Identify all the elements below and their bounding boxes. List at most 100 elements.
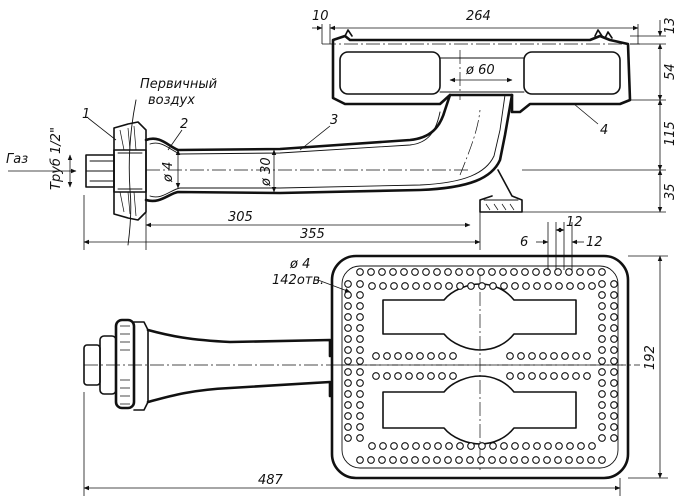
burner-head-section	[322, 29, 640, 114]
gas-port-hole	[400, 268, 408, 276]
gas-port-hole	[566, 282, 574, 290]
gas-port-hole	[356, 423, 364, 431]
gas-port-hole	[356, 335, 364, 343]
gas-port-hole	[588, 282, 596, 290]
dim-phi60: ø 60	[465, 63, 495, 78]
gas-port-hole	[510, 456, 518, 464]
dim-13: 13	[663, 17, 678, 34]
gas-port-hole	[610, 357, 618, 365]
gas-port-hole	[610, 291, 618, 299]
gas-port-hole	[610, 313, 618, 321]
gas-port-hole	[444, 456, 452, 464]
gas-port-hole	[466, 456, 474, 464]
gas-port-hole	[561, 352, 569, 360]
callout-2: 2	[180, 117, 188, 132]
gas-port-hole	[394, 372, 402, 380]
dim-phi30: ø 30	[259, 157, 274, 187]
gas-port-hole	[455, 268, 463, 276]
gas-port-hole	[610, 346, 618, 354]
gas-port-hole	[544, 442, 552, 450]
gas-port-hole	[598, 268, 606, 276]
gas-port-hole	[356, 357, 364, 365]
gas-port-hole	[572, 372, 580, 380]
gas-port-hole	[532, 456, 540, 464]
side-section-view	[85, 29, 640, 246]
gas-port-hole	[449, 352, 457, 360]
gas-port-hole	[478, 282, 486, 290]
gas-port-hole	[511, 282, 519, 290]
gas-port-hole	[356, 434, 364, 442]
gas-port-hole	[427, 352, 435, 360]
dim-305: 305	[228, 210, 253, 225]
gas-port-hole	[610, 434, 618, 442]
gas-port-hole	[367, 268, 375, 276]
gas-port-hole	[598, 335, 606, 343]
gas-port-hole	[517, 372, 525, 380]
gas-port-hole	[532, 268, 540, 276]
gas-port-hole	[488, 456, 496, 464]
gas-port-hole	[477, 268, 485, 276]
gas-port-hole	[423, 442, 431, 450]
gas-port-hole	[499, 456, 507, 464]
gas-port-hole	[499, 268, 507, 276]
gas-port-hole	[583, 372, 591, 380]
gas-port-hole	[344, 280, 352, 288]
gas-port-hole	[610, 335, 618, 343]
gas-port-hole	[544, 282, 552, 290]
gas-port-hole	[389, 268, 397, 276]
gas-port-hole	[422, 456, 430, 464]
gas-port-hole	[344, 434, 352, 442]
gas-port-hole	[466, 268, 474, 276]
gas-port-hole	[610, 412, 618, 420]
gas-port-hole	[405, 352, 413, 360]
gas-port-hole	[383, 352, 391, 360]
primary-air-label-2: воздух	[148, 93, 195, 108]
gas-port-hole	[411, 456, 419, 464]
gas-port-hole	[565, 456, 573, 464]
gas-port-hole	[576, 268, 584, 276]
gas-port-hole	[356, 379, 364, 387]
gas-port-hole	[390, 282, 398, 290]
air-regulator-disk	[113, 121, 147, 221]
gas-port-hole	[368, 282, 376, 290]
gas-port-hole	[533, 282, 541, 290]
plan-tube-bottom	[146, 380, 332, 404]
gas-port-hole	[598, 423, 606, 431]
gas-port-hole	[506, 372, 514, 380]
gas-port-hole	[344, 324, 352, 332]
gas-port-hole	[478, 442, 486, 450]
gas-port-hole	[438, 372, 446, 380]
gas-port-hole	[411, 268, 419, 276]
gas-port-hole	[344, 368, 352, 376]
gas-port-hole	[598, 412, 606, 420]
holes-label-1: ø 4	[289, 257, 310, 272]
burner-grate	[330, 254, 630, 480]
gas-port-hole	[383, 372, 391, 380]
gas-port-hole	[598, 379, 606, 387]
gas-port-hole	[449, 372, 457, 380]
gas-port-hole	[344, 390, 352, 398]
gas-port-hole	[344, 291, 352, 299]
dim-264: 264	[466, 9, 491, 24]
gas-port-hole	[433, 268, 441, 276]
gas-port-hole	[572, 352, 580, 360]
gas-port-hole	[528, 372, 536, 380]
gas-port-hole	[521, 456, 529, 464]
gas-port-hole	[610, 423, 618, 431]
gas-port-hole	[379, 282, 387, 290]
gas-port-hole	[412, 442, 420, 450]
gas-port-hole	[539, 372, 547, 380]
dim-355: 355	[300, 227, 325, 242]
gas-port-hole	[423, 282, 431, 290]
dim-12a: 12	[566, 215, 583, 230]
gas-port-hole	[416, 372, 424, 380]
gas-port-hole	[344, 423, 352, 431]
dim-12b: 12	[586, 235, 603, 250]
gas-port-hole	[610, 280, 618, 288]
gas-port-hole	[378, 456, 386, 464]
gas-label: Газ	[6, 152, 28, 167]
gas-port-hole	[344, 313, 352, 321]
gas-port-hole	[356, 268, 364, 276]
gas-port-hole	[444, 268, 452, 276]
gas-port-hole	[598, 456, 606, 464]
